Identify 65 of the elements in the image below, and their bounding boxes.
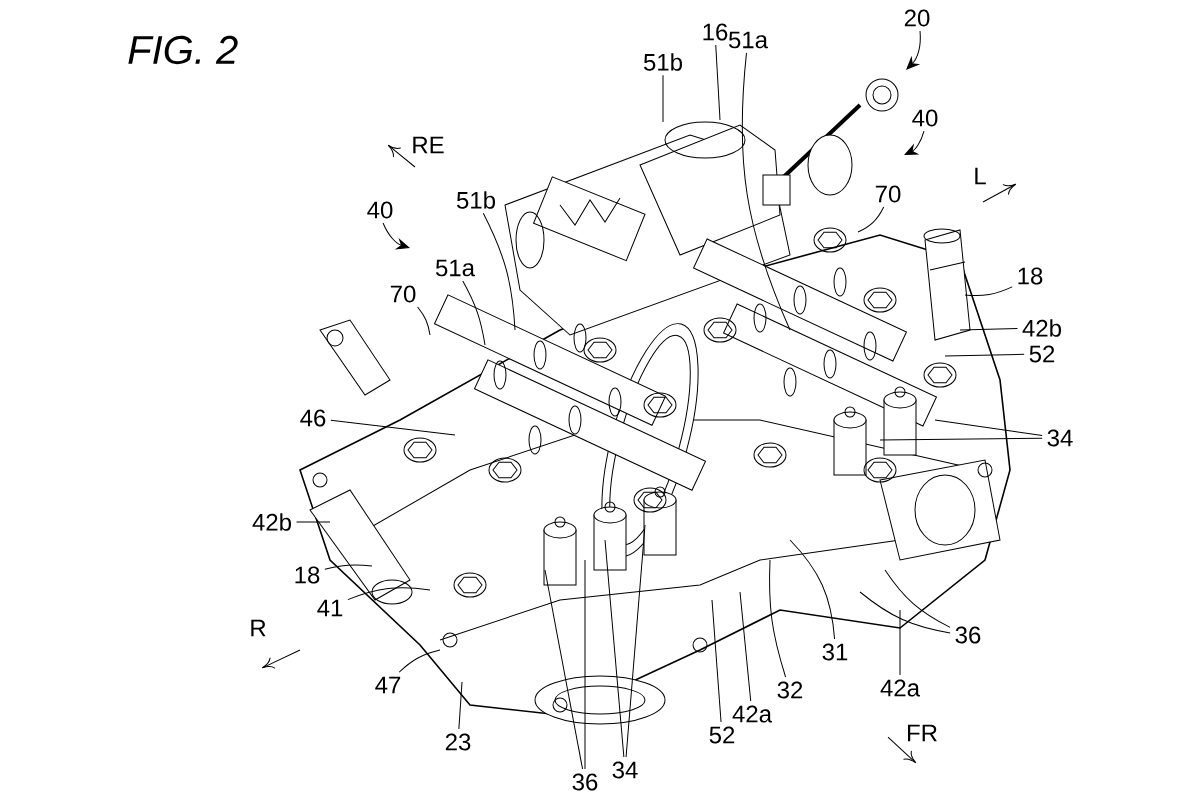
callout-number: 40: [912, 109, 938, 127]
leader-line: [324, 564, 373, 570]
callout-number: 46: [300, 409, 326, 427]
leader-line: [296, 521, 331, 523]
leader-line: [458, 681, 463, 730]
leader-line: [964, 286, 1013, 297]
callout-number: 51a: [435, 259, 475, 277]
callout-number: 40: [367, 201, 393, 219]
callout-number: 34: [612, 761, 638, 779]
callout-number: 70: [390, 285, 416, 303]
leader-line: [398, 649, 441, 673]
leader-line: [662, 74, 664, 123]
leader-line: [741, 52, 791, 331]
callout-number: 42a: [880, 679, 920, 697]
callout-number: 52: [1029, 345, 1055, 363]
leader-line: [934, 419, 1043, 436]
leader-line: [906, 30, 921, 70]
callout-number: 20: [904, 9, 930, 27]
callout-number: 16: [703, 23, 728, 41]
leader-line: [899, 609, 901, 676]
leader-line: [417, 306, 431, 336]
callout-number: 47: [375, 676, 401, 694]
direction-label: R: [251, 619, 266, 637]
leader-line: [904, 130, 925, 155]
callout-number: 23: [445, 733, 471, 751]
leader-line: [857, 206, 885, 233]
leader-line: [482, 212, 516, 331]
callout-number: 70: [875, 185, 901, 203]
leader-line: [884, 569, 951, 628]
leader-line: [330, 419, 456, 436]
leader-line: [462, 280, 486, 346]
direction-label: L: [975, 167, 986, 185]
leader-line: [739, 591, 752, 702]
callout-number: 41: [317, 599, 343, 617]
leader-line: [604, 539, 625, 758]
callout-number: 34: [1047, 429, 1073, 447]
leader-line: [347, 587, 431, 601]
leader-line: [959, 328, 1018, 331]
callout-number: 36: [572, 773, 598, 791]
leader-line: [625, 524, 646, 758]
callout-number: 51b: [456, 191, 495, 209]
callout-number: 18: [295, 566, 320, 584]
leader-line: [584, 559, 586, 770]
leader-line: [382, 222, 410, 250]
leader-line: [879, 437, 1043, 441]
callout-number: 42b: [252, 513, 291, 531]
callout-number: 51b: [643, 53, 682, 71]
callout-number: 51a: [728, 31, 768, 49]
direction-label: FR: [908, 724, 937, 742]
leader-line: [544, 569, 584, 770]
leader-line: [789, 539, 836, 640]
callout-number: 18: [1018, 267, 1043, 285]
leader-line: [944, 353, 1025, 357]
callout-number: 31: [822, 643, 848, 661]
callout-number: 42b: [1022, 319, 1061, 337]
leader-line: [769, 559, 787, 678]
figure-title: FIG. 2: [128, 35, 238, 65]
callout-number: 42a: [732, 705, 772, 723]
leader-line: [711, 599, 722, 723]
callout-number: 52: [709, 726, 735, 744]
leader-line: [715, 44, 721, 121]
leader-line: [859, 591, 951, 634]
callout-number: 32: [777, 681, 803, 699]
direction-label: RE: [413, 136, 444, 154]
callout-number: 36: [955, 626, 981, 644]
